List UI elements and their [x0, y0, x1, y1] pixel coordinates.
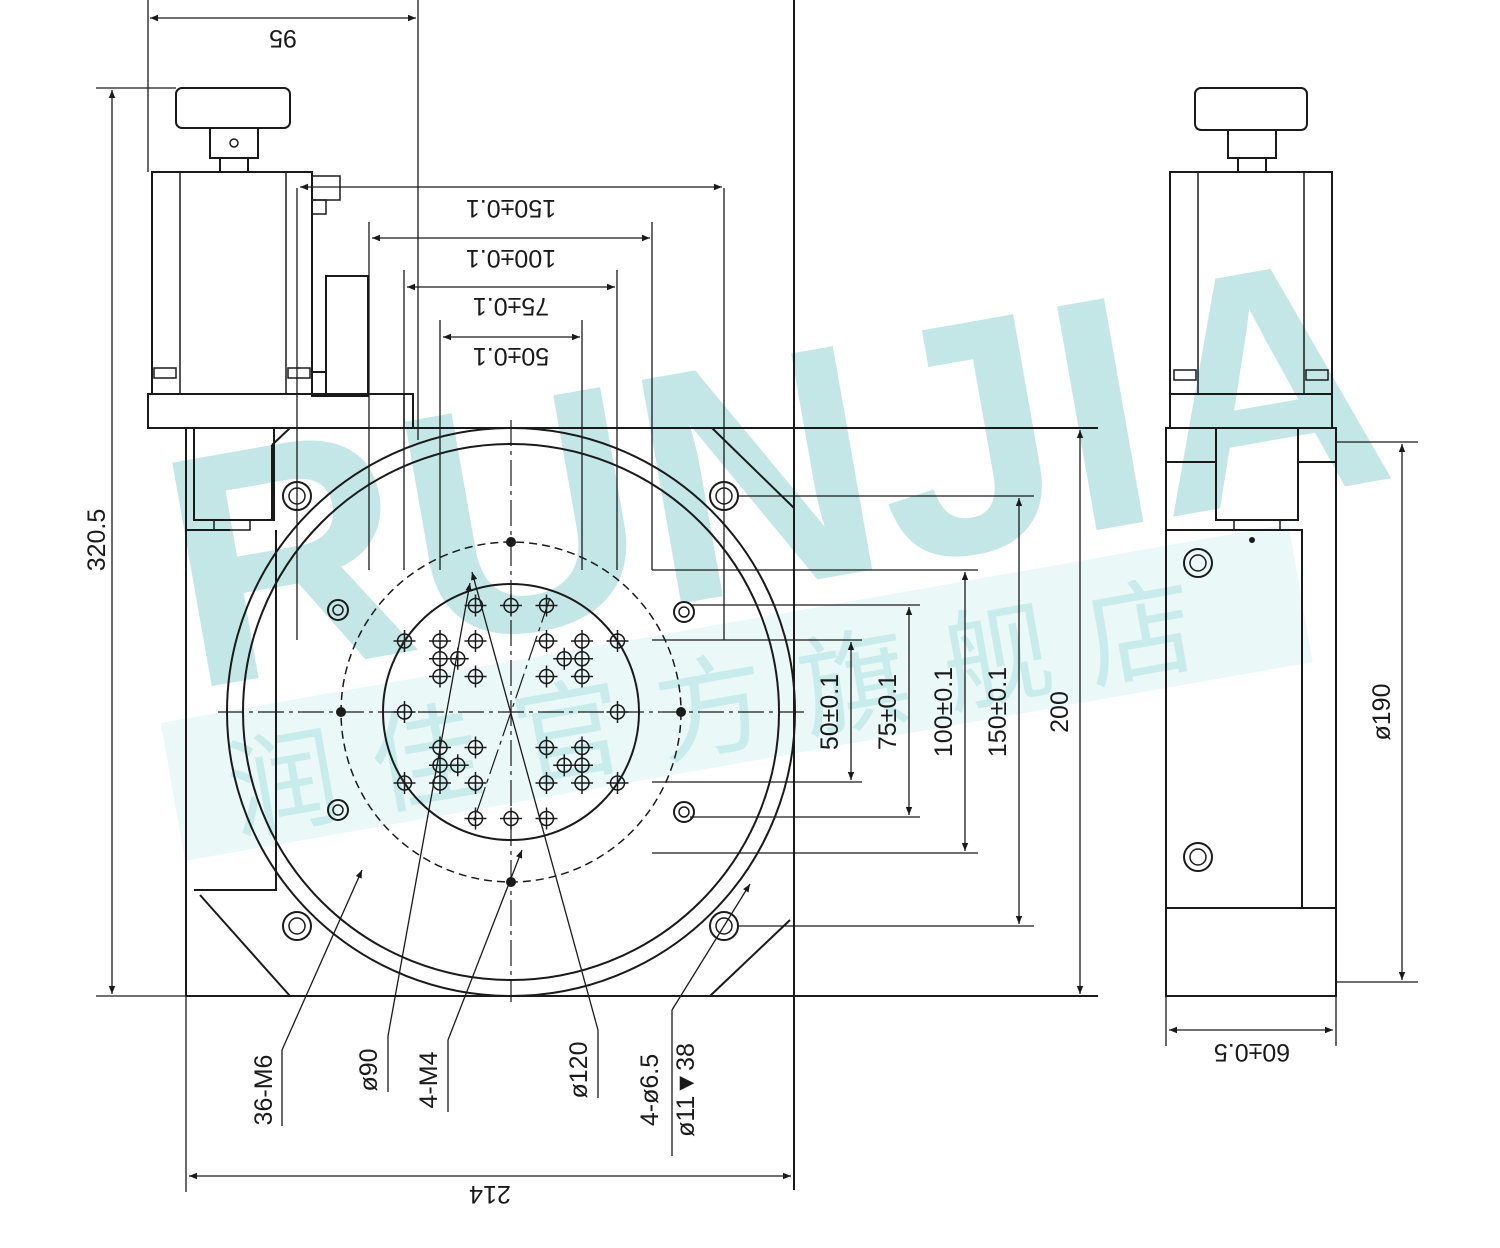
callout-dia-90: ø90	[355, 582, 472, 1092]
dim-60: 60±0.5	[1165, 996, 1337, 1066]
dim-v-100-label: 100±0.1	[930, 667, 958, 757]
dim-95: 95	[147, 0, 419, 440]
motor-knob	[175, 87, 291, 129]
callout-36-m6-label: 36-M6	[250, 1055, 278, 1126]
callout-4-dia-6-5: 4-ø6.5 ø11▼38	[636, 883, 751, 1156]
dim-h-100: 100±0.1	[368, 222, 653, 570]
dim-95-label: 95	[269, 24, 297, 52]
callout-dia-120: ø120	[471, 571, 599, 1099]
front-view: 95 320.5 150±0.1 100±0.1 75±0.1	[83, 0, 1098, 1208]
dim-v-50-label: 50±0.1	[816, 674, 844, 750]
dim-dia-190: ø190	[1336, 441, 1418, 983]
dim-214: 214	[185, 996, 791, 1208]
motor-body	[151, 171, 313, 395]
side-view: ø190 60±0.5	[1165, 87, 1418, 1066]
dim-v-150: 150±0.1	[738, 495, 1034, 927]
dim-v-50: 50±0.1	[652, 639, 862, 783]
callout-dia-90-label: ø90	[355, 1048, 383, 1091]
dim-v-150-label: 150±0.1	[984, 667, 1012, 757]
dim-h-75-label: 75±0.1	[473, 292, 549, 320]
callout-dia-120-label: ø120	[565, 1042, 593, 1099]
dim-60-label: 60±0.5	[1214, 1038, 1290, 1066]
callout-36-m6: 36-M6	[250, 869, 363, 1126]
side-knob	[1194, 87, 1308, 131]
dim-v-100: 100±0.1	[652, 569, 978, 854]
dim-h-150: 150±0.1	[296, 183, 725, 640]
callout-4-m4-label: 4-M4	[415, 1051, 443, 1108]
dim-214-label: 214	[469, 1180, 511, 1208]
watermark: RUNJIA 润 佳 官 方 旗 舰 店	[138, 182, 1412, 861]
housing	[185, 428, 277, 996]
callout-holes-line2: ø11▼38	[672, 1043, 700, 1137]
dim-h-50-label: 50±0.1	[473, 342, 549, 370]
dim-320-5: 320.5	[83, 87, 186, 997]
dim-v-75: 75±0.1	[690, 604, 920, 818]
dim-h-75: 75±0.1	[403, 270, 618, 570]
dim-v-75-label: 75±0.1	[874, 674, 902, 750]
dim-320-5-label: 320.5	[83, 509, 111, 572]
watermark-band	[160, 524, 1313, 861]
dim-h-50: 50±0.1	[439, 320, 583, 570]
m6-hole-grid	[393, 594, 629, 830]
dim-h-150-label: 150±0.1	[466, 194, 556, 222]
dim-dia-190-label: ø190	[1368, 684, 1396, 741]
motor-flange	[147, 393, 414, 429]
callout-holes-line1: 4-ø6.5	[636, 1054, 664, 1126]
dim-200: 200	[1046, 430, 1084, 994]
dim-h-100-label: 100±0.1	[466, 244, 556, 272]
dim-200-label: 200	[1046, 691, 1074, 733]
